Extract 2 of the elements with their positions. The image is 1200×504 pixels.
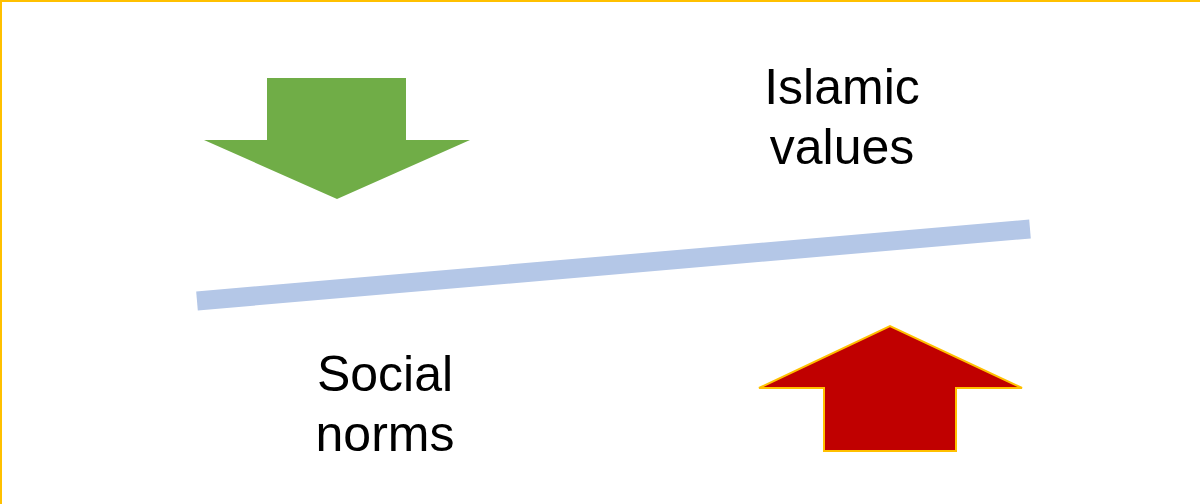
caption-text: Social norms xyxy=(314,345,456,464)
caption-text: Islamic values xyxy=(763,58,921,177)
